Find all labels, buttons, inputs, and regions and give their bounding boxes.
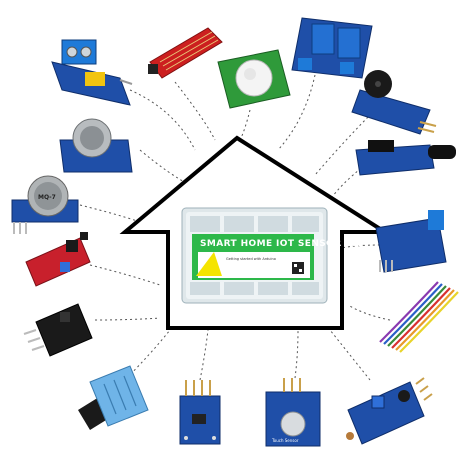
connector-line xyxy=(79,204,141,223)
dht11-sensor-module xyxy=(78,365,149,430)
ir-receiver-module xyxy=(23,303,93,357)
connector-line xyxy=(89,264,161,286)
relay-module xyxy=(291,17,373,79)
kit-box-title: SMART HOME IOT SENSOR KIT xyxy=(200,239,363,249)
mq7-gas-sensor: MQ-7 xyxy=(11,175,79,234)
connector-line xyxy=(139,149,191,186)
touch-sensor-label: Touch Sensor xyxy=(271,438,299,443)
connector-line xyxy=(174,81,216,141)
connector-line xyxy=(347,304,391,321)
pir-motion-sensor xyxy=(217,49,291,109)
touch-sensor-module: Touch Sensor xyxy=(265,378,321,447)
connector-line xyxy=(199,329,209,381)
mq7-label: MQ-7 xyxy=(38,194,56,201)
connector-line xyxy=(277,74,316,151)
flame-sensor-module xyxy=(25,232,91,287)
terminal-sensor-module xyxy=(51,39,133,106)
kit-box: SMART HOME IOT SENSOR KIT Getting starte… xyxy=(181,207,363,304)
kit-box-qr-code xyxy=(292,262,304,274)
gas-sensor-module xyxy=(59,118,133,173)
connector-line xyxy=(94,317,161,321)
connector-line xyxy=(341,244,381,249)
connector-line xyxy=(129,89,196,151)
photo-interrupter-module xyxy=(355,140,456,176)
kit-box-subtitle: Getting started with Arduino xyxy=(226,257,276,261)
connector-line xyxy=(329,329,371,381)
buzzer-module xyxy=(351,70,437,135)
light-sensor-module xyxy=(346,377,433,445)
connector-line xyxy=(239,109,251,141)
vibration-sensor-module xyxy=(375,210,447,273)
jumper-wires xyxy=(379,281,459,353)
connector-line xyxy=(294,329,299,379)
water-level-sensor xyxy=(148,27,223,79)
breakout-board-module xyxy=(179,380,221,445)
